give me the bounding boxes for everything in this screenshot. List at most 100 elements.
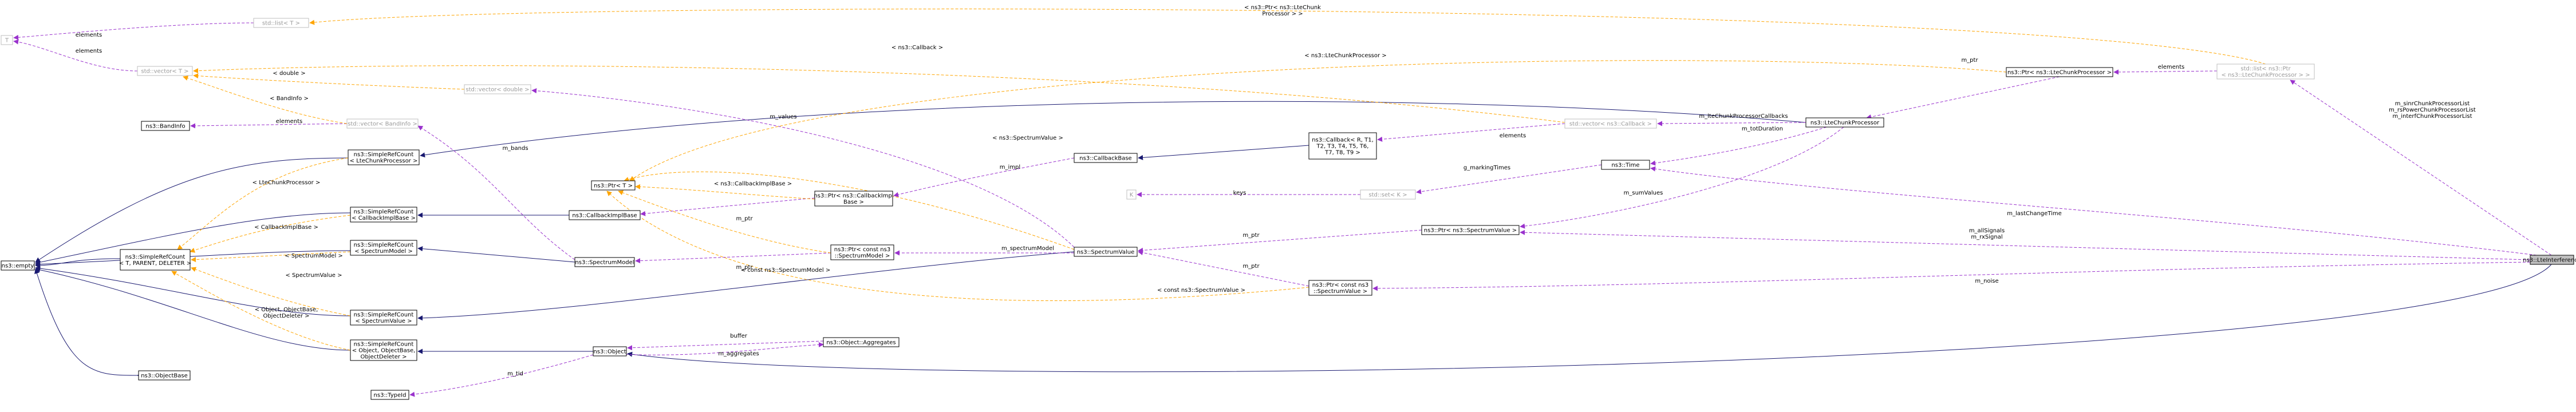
edge-tpl-src-obj <box>171 271 351 351</box>
class-node-callback-impl-base[interactable]: ns3::CallbackImplBase <box>569 210 641 220</box>
edge-tpl-list-ptr-lcp <box>309 9 2266 65</box>
edge-label-l-const-spectrum-value-tpl: < const ns3::SpectrumValue > <box>1157 287 1245 294</box>
class-node-box <box>2216 64 2315 80</box>
edge-sv-to-src-sv <box>417 251 1075 321</box>
edge-tpl-ptr-cib <box>635 184 815 200</box>
edge-label-l-m-ptr-csv: m_ptr <box>1242 263 1260 270</box>
edge-label-text: g_markingTimes <box>1463 165 1510 171</box>
edge-tpl-src-sm <box>191 251 351 263</box>
class-node-label: < ns3::LteChunkProcessor > > <box>2222 72 2310 78</box>
class-node-k: K <box>1126 189 1137 200</box>
edge-label-text: m_sinrChunkProcessorList <box>2395 101 2470 107</box>
edge-m-tid <box>409 354 594 397</box>
class-node-box <box>138 370 191 381</box>
class-node-src-object[interactable]: ns3::SimpleRefCount< Object, ObjectBase,… <box>350 339 417 361</box>
class-node-src-spectrum-value[interactable]: ns3::SimpleRefCount< SpectrumValue > <box>350 310 417 326</box>
class-node-std-vector-t: std::vector< T > <box>137 66 193 76</box>
class-node-callback-base[interactable]: ns3::CallbackBase <box>1074 153 1138 163</box>
class-node-label: ns3::Ptr< ns3::CallbackImpl <box>814 193 893 199</box>
class-node-simple-refcount-generic[interactable]: ns3::SimpleRefCount< T, PARENT, DELETER … <box>119 249 191 271</box>
class-node-label: T <box>5 38 9 44</box>
class-node-box <box>1308 280 1372 296</box>
class-node-label: ObjectDeleter > <box>360 354 407 360</box>
edge-label-l-spectrum-model-ref: < SpectrumModel > <box>285 253 343 259</box>
edge-src-sm-to-empty <box>35 250 351 267</box>
edge-label-text: m_totDuration <box>1742 126 1783 132</box>
edge-label-text: elements <box>76 32 102 38</box>
class-node-ptr-spectrum-value[interactable]: ns3::Ptr< ns3::SpectrumValue > <box>1421 225 1520 235</box>
class-node-label: std::vector< BandInfo > <box>348 121 417 128</box>
edge-label-l-m-last-change-time: m_lastChangeTime <box>2007 211 2062 217</box>
class-node-spectrum-model[interactable]: ns3::SpectrumModel <box>574 257 635 267</box>
class-node-src-lte-chunk-processor[interactable]: ns3::SimpleRefCount< LteChunkProcessor > <box>348 149 420 165</box>
class-node-object[interactable]: ns3::Object <box>593 346 627 356</box>
class-node-object-aggregates[interactable]: ns3::Object::Aggregates <box>823 337 900 347</box>
class-node-ptr-const-spectrum-value[interactable]: ns3::Ptr< const ns3::SpectrumValue > <box>1308 280 1372 296</box>
edge-cb-to-cbbase <box>1138 145 1309 160</box>
edge-label-text: m_aggregates <box>718 351 759 357</box>
edge-label-l-m-spectrum-model: m_spectrumModel <box>1001 245 1054 252</box>
edge-label-text: < ns3::Ptr< ns3::LteChunk <box>1244 5 1321 11</box>
class-node-ptr-callback-impl-base[interactable]: ns3::Ptr< ns3::CallbackImplBase > <box>814 191 894 207</box>
class-node-ptr-lte-chunk-processor[interactable]: ns3::Ptr< ns3::LteChunkProcessor > <box>2006 67 2113 77</box>
class-node-box <box>593 346 627 356</box>
edge-label-text: < SpectrumModel > <box>285 253 343 259</box>
edge-lteint-to-object <box>627 264 2552 373</box>
class-node-type-id[interactable]: ns3::TypeId <box>370 390 409 400</box>
class-node-label: ns3::LteInterference <box>2523 258 2576 264</box>
edge-label-l-keys: keys <box>1233 190 1246 196</box>
class-node-label: ns3::SimpleRefCount <box>354 152 414 158</box>
class-node-ptr-const-spectrum-model[interactable]: ns3::Ptr< const ns3::SpectrumModel > <box>830 244 894 260</box>
class-node-std-list-ptr-lte-chunk-processor: std::list< ns3::Ptr< ns3::LteChunkProces… <box>2216 64 2315 80</box>
class-node-box <box>346 118 419 129</box>
class-node-box <box>1421 225 1520 235</box>
edge-label-text: m_lteChunkProcessorCallbacks <box>1699 113 1788 120</box>
class-node-box <box>1805 117 1884 128</box>
class-node-object-base[interactable]: ns3::ObjectBase <box>138 370 191 381</box>
edge-label-text: < ns3::Callback > <box>891 45 943 51</box>
edge-tpl-ptr-csm <box>618 190 831 253</box>
class-node-label: ns3::ObjectBase <box>141 373 188 379</box>
class-node-box <box>1564 118 1657 129</box>
edge-label-l-elements-lcp-list: elements <box>2158 64 2184 70</box>
edge-label-text: < double > <box>273 70 305 77</box>
class-node-label: ns3::SimpleRefCount <box>354 209 414 215</box>
class-node-ptr-t[interactable]: ns3::Ptr< T > <box>591 180 636 191</box>
class-node-box <box>464 84 531 94</box>
class-node-label: < CallbackImplBase > <box>352 215 416 221</box>
edge-tpl-src-cib <box>190 215 351 253</box>
class-node-label: Base > <box>843 199 864 205</box>
class-node-label: ns3::empty <box>2 263 34 270</box>
class-node-label: T7, T8, T9 > <box>1324 150 1360 156</box>
edge-list-elements-to-t <box>13 22 254 40</box>
class-node-label: std::vector< T > <box>141 69 188 75</box>
class-node-box <box>1601 160 1650 170</box>
class-node-src-callback-impl-base[interactable]: ns3::SimpleRefCount< CallbackImplBase > <box>350 207 417 223</box>
edge-label-l-callback-impl-ref: < CallbackImplBase > <box>254 224 318 231</box>
edge-m-tot-duration <box>1650 126 1827 166</box>
class-node-src-spectrum-model[interactable]: ns3::SimpleRefCount< SpectrumModel > <box>350 240 417 256</box>
class-node-label: ns3::LteChunkProcessor <box>1810 120 1880 126</box>
edge-label-text: m_tid <box>507 371 523 377</box>
class-node-callback-r-t1-t9[interactable]: ns3::Callback< R, T1,T2, T3, T4, T5, T6,… <box>1308 132 1377 160</box>
edge-m-lte-chunk-cbs <box>1657 121 1806 126</box>
edge-m-noise <box>1372 262 2531 291</box>
class-node-box <box>814 191 893 207</box>
nodes-layer: ns3::LteInterferencens3::emptyns3::Simpl… <box>1 18 2576 400</box>
class-node-box <box>1308 132 1377 160</box>
class-node-box <box>350 310 417 326</box>
class-node-box <box>137 66 193 76</box>
edge-label-l-elements-band: elements <box>276 118 302 125</box>
class-node-band-info[interactable]: ns3::BandInfo <box>141 121 190 131</box>
edge-m-ptr-lcp <box>1866 76 2060 120</box>
edge-bandinfo-elements <box>190 123 348 129</box>
class-node-label: ns3::TypeId <box>374 393 407 399</box>
class-node-lte-chunk-processor[interactable]: ns3::LteChunkProcessor <box>1805 117 1884 128</box>
class-node-label: std::list< ns3::Ptr <box>2240 66 2291 72</box>
class-node-empty[interactable]: ns3::empty <box>1 260 35 271</box>
class-node-time[interactable]: ns3::Time <box>1601 160 1650 170</box>
class-node-label: ns3::Time <box>1611 163 1639 169</box>
class-node-lte-interference[interactable]: ns3::LteInterference <box>2523 255 2576 265</box>
class-node-spectrum-value[interactable]: ns3::SpectrumValue <box>1074 247 1138 257</box>
edge-label-text: < ns3::LteChunkProcessor > <box>1304 53 1386 59</box>
